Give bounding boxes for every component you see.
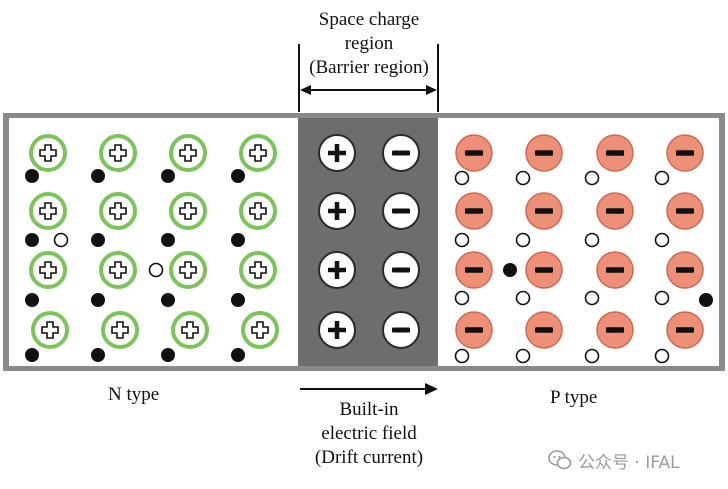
plus-glyph-v xyxy=(334,202,340,220)
negative-ion-glyph xyxy=(392,267,410,273)
electron xyxy=(25,293,39,307)
hole xyxy=(454,170,470,186)
scr-arrowhead-left xyxy=(300,85,311,95)
hole xyxy=(584,170,600,186)
donor-plus-glyph xyxy=(109,261,127,279)
negative-ion-glyph xyxy=(392,150,410,156)
electron xyxy=(231,293,245,307)
field-arrowhead xyxy=(425,383,438,395)
donor-plus-glyph xyxy=(249,144,267,162)
electron xyxy=(231,233,245,247)
acceptor-minus-glyph xyxy=(465,150,483,156)
acceptor-minus-glyph xyxy=(606,150,624,156)
hole xyxy=(654,290,670,306)
hole xyxy=(515,232,531,248)
acceptor-minus-glyph xyxy=(465,267,483,273)
donor-plus-glyph xyxy=(179,144,197,162)
field-line3: (Drift current) xyxy=(314,447,424,468)
hole xyxy=(654,348,670,364)
acceptor-minus-glyph xyxy=(606,267,624,273)
acceptor-minus-glyph xyxy=(535,208,553,214)
acceptor-minus-glyph xyxy=(606,327,624,333)
electron xyxy=(231,348,245,362)
field-line1: Built-in xyxy=(339,399,399,420)
donor-plus-glyph xyxy=(249,202,267,220)
acceptor-minus-glyph xyxy=(676,267,694,273)
hole xyxy=(148,262,164,278)
donor-plus-glyph xyxy=(181,321,199,339)
electron xyxy=(25,233,39,247)
negative-ion-glyph xyxy=(392,208,410,214)
acceptor-minus-glyph xyxy=(676,150,694,156)
hole xyxy=(454,290,470,306)
donor-plus-glyph xyxy=(39,261,57,279)
electron xyxy=(91,293,105,307)
acceptor-minus-glyph xyxy=(535,327,553,333)
electron xyxy=(503,263,517,277)
plus-glyph-v xyxy=(334,261,340,279)
acceptor-minus-glyph xyxy=(606,208,624,214)
electron xyxy=(699,293,713,307)
hole xyxy=(584,348,600,364)
hole xyxy=(654,170,670,186)
donor-plus-glyph xyxy=(179,202,197,220)
acceptor-minus-glyph xyxy=(676,208,694,214)
p-type-label: P type xyxy=(550,387,598,408)
electron xyxy=(25,348,39,362)
plus-glyph-v xyxy=(334,144,340,162)
electron xyxy=(161,293,175,307)
hole xyxy=(515,170,531,186)
electron xyxy=(91,348,105,362)
hole xyxy=(584,290,600,306)
electron xyxy=(25,169,39,183)
donor-plus-glyph xyxy=(39,144,57,162)
n-type-label: N type xyxy=(108,384,160,405)
wechat-icon xyxy=(548,450,572,470)
space-charge-label: Space charge region (Barrier region) xyxy=(298,8,440,80)
field-line2: electric field xyxy=(321,423,417,444)
watermark: 公众号 · IFAL xyxy=(548,448,680,473)
space-charge-line2: region xyxy=(344,33,394,54)
scr-arrowhead-right xyxy=(426,85,437,95)
electric-field-label: Built-in electric field (Drift current) xyxy=(294,398,444,470)
electron xyxy=(231,169,245,183)
hole xyxy=(584,232,600,248)
electron xyxy=(161,169,175,183)
space-charge-line3: (Barrier region) xyxy=(309,57,429,78)
electron xyxy=(91,233,105,247)
donor-plus-glyph xyxy=(39,202,57,220)
hole xyxy=(454,348,470,364)
electron xyxy=(91,169,105,183)
donor-plus-glyph xyxy=(179,261,197,279)
hole xyxy=(53,232,69,248)
plus-glyph-v xyxy=(334,321,340,339)
acceptor-minus-glyph xyxy=(676,327,694,333)
acceptor-minus-glyph xyxy=(535,150,553,156)
acceptor-minus-glyph xyxy=(535,267,553,273)
donor-plus-glyph xyxy=(111,321,129,339)
donor-plus-glyph xyxy=(251,321,269,339)
donor-plus-glyph xyxy=(109,202,127,220)
donor-plus-glyph xyxy=(249,261,267,279)
donor-plus-glyph xyxy=(41,321,59,339)
donor-plus-glyph xyxy=(109,144,127,162)
negative-ion-glyph xyxy=(392,327,410,333)
hole xyxy=(454,232,470,248)
acceptor-minus-glyph xyxy=(465,327,483,333)
acceptor-minus-glyph xyxy=(465,208,483,214)
hole xyxy=(515,348,531,364)
hole xyxy=(515,290,531,306)
hole xyxy=(654,232,670,248)
electron xyxy=(161,233,175,247)
watermark-text: 公众号 · IFAL xyxy=(578,452,680,473)
electron xyxy=(161,348,175,362)
space-charge-line1: Space charge xyxy=(318,9,420,30)
